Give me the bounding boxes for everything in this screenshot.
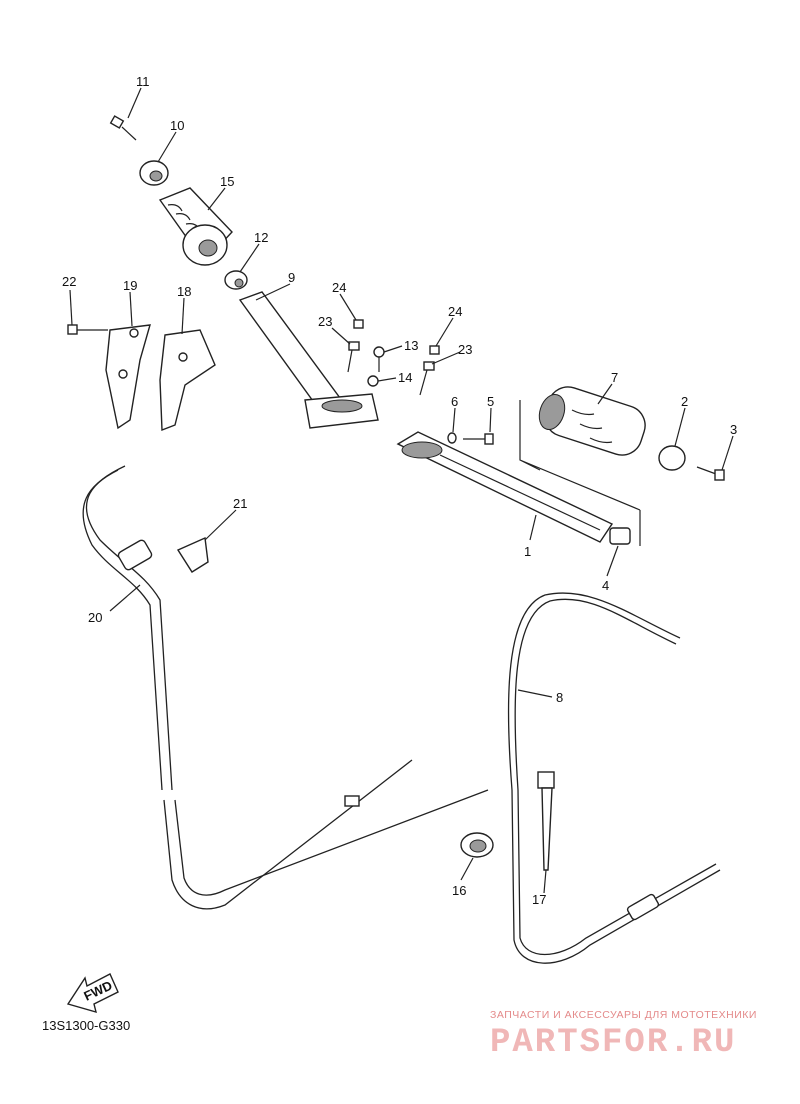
callout-15: 15 [220,174,234,189]
part-15-throttle-grip [158,187,233,266]
part-8-clutch-cable [507,592,721,964]
assembly-bracket-line [519,400,641,546]
part-17-cable-tie [537,771,555,871]
callout-12: 12 [254,230,268,245]
callout-17: 17 [532,892,546,907]
callout-2: 2 [681,394,688,409]
part-10-grip-end [139,160,169,186]
watermark-tagline: ЗАПЧАСТИ И АКСЕССУАРЫ ДЛЯ МОТОТЕХНИКИ [490,1009,757,1021]
part-5-bolt [463,433,494,445]
callout-18: 18 [177,284,191,299]
callout-11: 11 [136,74,150,89]
callout-7: 7 [611,370,618,385]
callout-1: 1 [524,544,531,559]
callout-24-left: 24 [332,280,346,295]
part-6-washer [447,432,457,444]
callout-16: 16 [452,883,466,898]
leader-lines [69,87,734,894]
callout-5: 5 [487,394,494,409]
fwd-arrow-icon: FWD [66,973,119,1014]
callout-21: 21 [233,496,247,511]
part-3-screw [696,466,725,481]
part-18-housing [159,329,216,432]
callout-19: 19 [123,278,137,293]
part-12-collar [224,270,248,290]
watermark-brand: PARTSFOR.RU [490,1024,737,1062]
part-24-nut-right [429,345,440,355]
callout-14: 14 [398,370,412,385]
part-14-washer [367,375,379,387]
callout-labels: 11 10 15 12 9 24 23 13 14 24 23 6 5 7 2 … [62,74,737,907]
part-20-throttle-cables [82,465,489,910]
part-1-right-handlebar [396,431,614,543]
callout-24-right: 24 [448,304,462,319]
part-24-nut-left [353,319,364,329]
callout-23-right: 23 [458,342,472,357]
part-13-bolt [373,346,385,372]
callout-6: 6 [451,394,458,409]
part-9-left-handlebar [238,291,379,429]
callout-9: 9 [288,270,295,285]
part-2-grip-end [658,445,686,471]
callout-3: 3 [730,422,737,437]
callout-22: 22 [62,274,76,289]
callout-8: 8 [556,690,563,705]
callout-23-left: 23 [318,314,332,329]
part-19-housing [105,324,151,430]
callout-10: 10 [170,118,184,133]
callout-4: 4 [602,578,609,593]
figure-code: 13S1300-G330 [42,1018,131,1033]
part-4-weight [609,527,631,545]
part-16-clamp [460,832,494,858]
part-22-screw [67,324,108,335]
part-11-screw [109,115,137,141]
callout-13: 13 [404,338,418,353]
part-23-bolt-left [347,341,360,373]
callout-20: 20 [88,610,102,625]
part-7-grip [538,386,646,456]
part-23-bolt-right [419,361,435,396]
part-21-holder [176,536,209,573]
